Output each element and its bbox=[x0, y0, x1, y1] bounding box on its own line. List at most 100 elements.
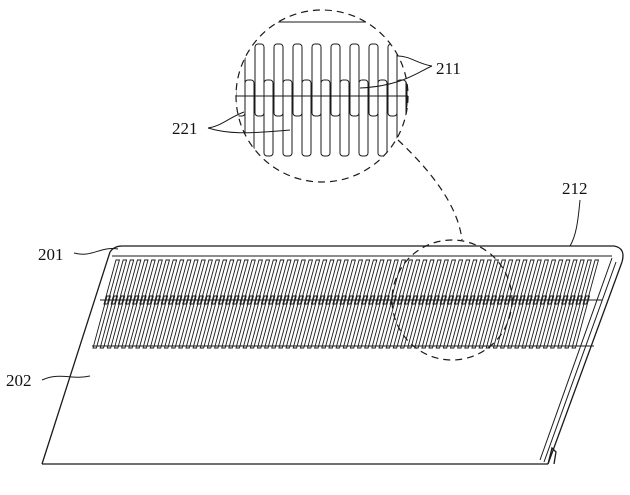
leader-221-a bbox=[207, 111, 245, 129]
lower-panel-slot bbox=[135, 295, 154, 349]
detail-circle bbox=[235, 9, 409, 183]
magnified-slots bbox=[236, 21, 463, 157]
upper-panel-slot bbox=[510, 259, 528, 305]
lower-panel-slot bbox=[242, 295, 262, 349]
lower-slot bbox=[244, 79, 255, 157]
lower-panel-slot bbox=[342, 295, 362, 349]
panel-detail-circle bbox=[391, 239, 513, 361]
label-201: 201 bbox=[38, 245, 64, 264]
upper-panel-slot bbox=[575, 259, 592, 305]
lower-panel-slot bbox=[221, 295, 240, 349]
lower-panel-slot bbox=[492, 295, 512, 349]
lower-slot bbox=[339, 79, 350, 157]
lower-panel-slot bbox=[163, 295, 183, 349]
upper-panel-slot bbox=[239, 259, 256, 305]
lower-panel-slot bbox=[457, 295, 476, 349]
upper-panel-slot bbox=[353, 259, 371, 305]
lower-panel-slot bbox=[356, 295, 376, 349]
upper-panel-slot bbox=[503, 259, 521, 305]
lower-slot bbox=[416, 80, 425, 156]
upper-panel-slot bbox=[439, 259, 457, 305]
upper-panel-slot bbox=[375, 259, 392, 305]
upper-slot bbox=[349, 43, 360, 117]
upper-slot bbox=[387, 43, 398, 117]
upper-slot bbox=[426, 44, 435, 116]
lower-slot bbox=[396, 79, 407, 157]
lower-panel-slot bbox=[507, 295, 526, 349]
upper-panel-slot bbox=[146, 259, 163, 305]
upper-panel-slot bbox=[582, 259, 600, 305]
lower-panel-slot bbox=[428, 295, 448, 349]
upper-panel-slot bbox=[539, 259, 557, 305]
lower-panel-slot bbox=[92, 295, 111, 349]
lower-panel-slot bbox=[292, 295, 312, 349]
leader-201 bbox=[73, 248, 119, 255]
upper-panel-slot bbox=[217, 259, 235, 305]
upper-slot bbox=[368, 43, 379, 117]
panel bbox=[41, 245, 624, 465]
lower-panel-slot bbox=[142, 295, 162, 349]
upper-panel-slot bbox=[275, 259, 292, 305]
upper-panel-slot bbox=[475, 259, 492, 305]
upper-panel-slot bbox=[525, 259, 542, 305]
lower-panel-slot bbox=[149, 295, 169, 349]
upper-panel-slot bbox=[403, 259, 421, 305]
lower-panel-slot bbox=[128, 295, 147, 349]
upper-panel-slot bbox=[189, 259, 206, 305]
upper-panel-slot bbox=[167, 259, 185, 305]
lower-panel-slot bbox=[464, 295, 483, 349]
upper-panel-slot bbox=[546, 259, 564, 305]
lower-panel-slot bbox=[550, 295, 569, 349]
panel-tab bbox=[547, 446, 557, 465]
upper-panel-slot bbox=[282, 259, 299, 305]
lower-panel-slot bbox=[156, 295, 176, 349]
lower-panel-slot bbox=[521, 295, 540, 349]
lower-panel-slot bbox=[113, 295, 133, 349]
lower-panel-slot bbox=[535, 295, 555, 349]
lower-panel-slot bbox=[328, 295, 347, 349]
leader-221-b bbox=[207, 127, 291, 134]
lower-panel-slot bbox=[206, 295, 226, 349]
upper-panel-slot bbox=[561, 259, 578, 305]
lower-panel-slot bbox=[478, 295, 498, 349]
lower-slot bbox=[454, 80, 463, 156]
lower-panel-slot bbox=[99, 295, 119, 349]
upper-panel-slot bbox=[553, 259, 571, 305]
lower-panel-slot bbox=[407, 295, 426, 349]
upper-panel-slot bbox=[460, 259, 478, 305]
upper-panel-slot bbox=[303, 259, 321, 305]
upper-panel-slot bbox=[367, 259, 385, 305]
lower-panel-slot bbox=[449, 295, 469, 349]
leader-211-b bbox=[359, 65, 433, 89]
upper-panel-slot bbox=[410, 259, 428, 305]
upper-panel-slot bbox=[124, 259, 142, 305]
lower-panel-slot bbox=[528, 295, 548, 349]
upper-panel-slot bbox=[432, 259, 449, 305]
upper-panel-slot bbox=[446, 259, 464, 305]
upper-slot bbox=[292, 43, 303, 117]
lower-panel-slot bbox=[228, 295, 247, 349]
upper-panel-slot bbox=[382, 259, 399, 305]
lower-slot bbox=[282, 79, 293, 157]
upper-panel-slot bbox=[310, 259, 328, 305]
leader-202 bbox=[41, 375, 91, 381]
upper-panel-slot bbox=[196, 259, 213, 305]
upper-panel-slot bbox=[468, 259, 485, 305]
upper-panel-slot bbox=[396, 259, 414, 305]
lower-panel-slot bbox=[213, 295, 233, 349]
panel-right-edge bbox=[547, 261, 623, 465]
upper-panel-slot bbox=[160, 259, 178, 305]
upper-slot bbox=[273, 43, 284, 117]
lower-panel-slot bbox=[121, 295, 140, 349]
upper-panel-slot bbox=[289, 259, 306, 305]
lower-panel-slot bbox=[442, 295, 462, 349]
upper-panel-slot bbox=[418, 259, 435, 305]
upper-panel-slot bbox=[568, 259, 585, 305]
lower-slot bbox=[301, 79, 312, 157]
lower-panel-slot bbox=[571, 295, 591, 349]
upper-panel-slot bbox=[139, 259, 156, 305]
upper-panel-slot bbox=[360, 259, 378, 305]
upper-panel-slot bbox=[389, 259, 406, 305]
lower-panel-slot bbox=[249, 295, 269, 349]
lower-panel-slot bbox=[321, 295, 340, 349]
